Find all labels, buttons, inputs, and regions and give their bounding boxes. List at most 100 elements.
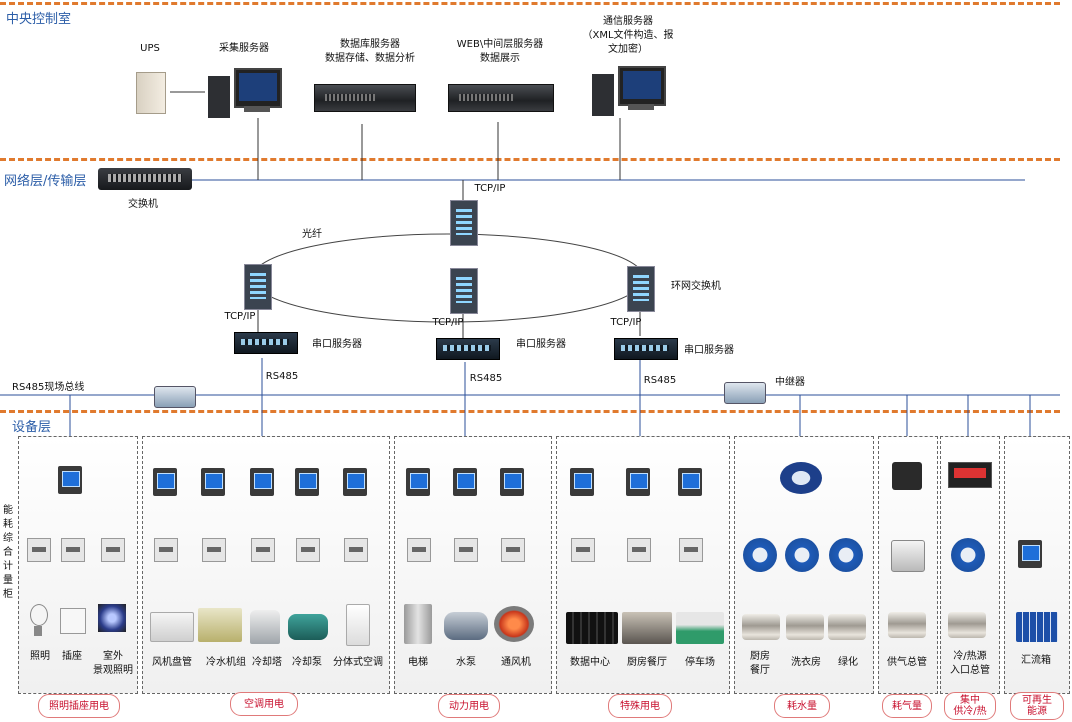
mid-serial-label: 串口服务器 — [516, 339, 566, 350]
power-meter — [1018, 540, 1042, 568]
tcpip-mid-label: TCP/IP — [432, 317, 464, 328]
cooling-pump-image — [288, 614, 328, 640]
power-meter — [570, 468, 594, 496]
item-label: 绿化 — [838, 657, 858, 668]
solar-panel-image — [1016, 612, 1058, 642]
group-tag-lighting: 照明插座用电 — [38, 694, 120, 718]
group-tag-power: 动力用电 — [438, 694, 500, 718]
kitchen-image — [622, 612, 672, 644]
din-breaker — [344, 538, 368, 562]
divider-network — [0, 158, 1060, 161]
right-repeater — [724, 382, 766, 404]
power-meter — [500, 468, 524, 496]
item-label: 水泵 — [456, 657, 476, 668]
elevator-image — [404, 604, 432, 644]
ups-label: UPS — [140, 43, 160, 54]
left-repeater — [154, 386, 196, 408]
water-pipe-image — [828, 614, 866, 640]
left-serial-server — [234, 332, 298, 354]
group-tag-gas: 耗气量 — [882, 694, 932, 718]
fiber-label: 光纤 — [302, 229, 322, 240]
db-server-label: 数据库服务器 数据存储、数据分析 — [325, 39, 415, 64]
item-label: 通风机 — [501, 657, 531, 668]
item-label: 厨房餐厅 — [627, 657, 667, 668]
layer-title-device: 设备层 — [12, 420, 52, 435]
din-breaker — [251, 538, 275, 562]
power-meter — [201, 468, 225, 496]
power-meter — [153, 468, 177, 496]
rs485-right-label: RS485 — [643, 375, 677, 386]
group-tag-heating-cooling: 集中 供冷/热 — [944, 692, 996, 720]
heat-display-device — [948, 462, 992, 488]
fan-coil-image — [150, 612, 194, 642]
din-breaker — [154, 538, 178, 562]
din-breaker — [627, 538, 651, 562]
power-meter — [678, 468, 702, 496]
power-meter — [453, 468, 477, 496]
power-meter — [58, 466, 82, 494]
gas-meter — [891, 540, 925, 572]
parking-image — [676, 612, 724, 644]
metering-cabinet-label: 能 耗 综 合 计 量 柜 — [3, 505, 13, 600]
item-label: 风机盘管 — [152, 657, 192, 668]
din-breaker — [27, 538, 51, 562]
left-ring-switch — [244, 264, 272, 310]
item-label: 冷/热源 入口总管 — [950, 651, 990, 676]
din-breaker — [501, 538, 525, 562]
group-tag-water: 耗水量 — [774, 694, 830, 718]
split-ac-image — [346, 604, 370, 646]
din-breaker — [454, 538, 478, 562]
group-tag-renewable: 可再生 能源 — [1010, 692, 1064, 720]
tcpip-right-label: TCP/IP — [610, 317, 642, 328]
cooling-tower-image — [250, 610, 280, 644]
group-tag-hvac: 空调用电 — [230, 692, 298, 716]
water-flow-meter — [785, 538, 819, 572]
web-server-label: WEB\中间层服务器 数据展示 — [456, 39, 544, 64]
item-label: 供气总管 — [887, 657, 927, 668]
floodlight-icon — [98, 604, 126, 632]
item-label: 厨房 餐厅 — [750, 651, 770, 676]
water-main-meter — [780, 462, 822, 494]
din-breaker — [296, 538, 320, 562]
chiller-image — [198, 608, 242, 642]
comm-server-label: 通信服务器 （XML文件构造、报 文加密） — [582, 16, 674, 55]
item-label: 数据中心 — [570, 657, 610, 668]
core-switch-label: 交换机 — [128, 199, 158, 210]
item-label: 室外 景观照明 — [93, 651, 133, 676]
mid-serial-server — [436, 338, 500, 360]
collect-server-label: 采集服务器 — [219, 43, 269, 54]
repeater-label: 中继器 — [775, 377, 805, 388]
right-ring-switch — [627, 266, 655, 312]
din-breaker — [61, 538, 85, 562]
gas-pipe-image — [888, 612, 926, 638]
db-server-rack — [314, 84, 416, 112]
din-breaker — [407, 538, 431, 562]
din-breaker — [202, 538, 226, 562]
item-label: 电梯 — [408, 657, 428, 668]
ups-device — [136, 72, 166, 114]
group-tag-special: 特殊用电 — [608, 694, 672, 718]
tcpip-left-label: TCP/IP — [224, 311, 256, 322]
rs485-left-label: RS485 — [265, 371, 299, 382]
water-pump-image — [444, 612, 488, 640]
power-meter — [626, 468, 650, 496]
power-meter — [295, 468, 319, 496]
ventilator-image — [494, 606, 534, 642]
power-meter — [250, 468, 274, 496]
bulb-icon — [30, 604, 48, 638]
item-label: 冷却泵 — [292, 657, 322, 668]
din-breaker — [571, 538, 595, 562]
item-label: 汇流箱 — [1021, 655, 1051, 666]
right-serial-server — [614, 338, 678, 360]
water-pipe-image — [786, 614, 824, 640]
right-serial-label: 串口服务器 — [684, 345, 734, 356]
core-switch-device — [98, 168, 192, 190]
data-center-image — [566, 612, 618, 644]
layer-title-network: 网络层/传输层 — [4, 174, 87, 189]
hvac-pipe-image — [948, 612, 986, 638]
item-label: 冷水机组 — [206, 657, 246, 668]
rs485-mid-label: RS485 — [469, 373, 503, 384]
top-ring-switch — [450, 200, 478, 246]
divider-device — [0, 410, 1060, 413]
gas-flow-device — [892, 462, 922, 490]
